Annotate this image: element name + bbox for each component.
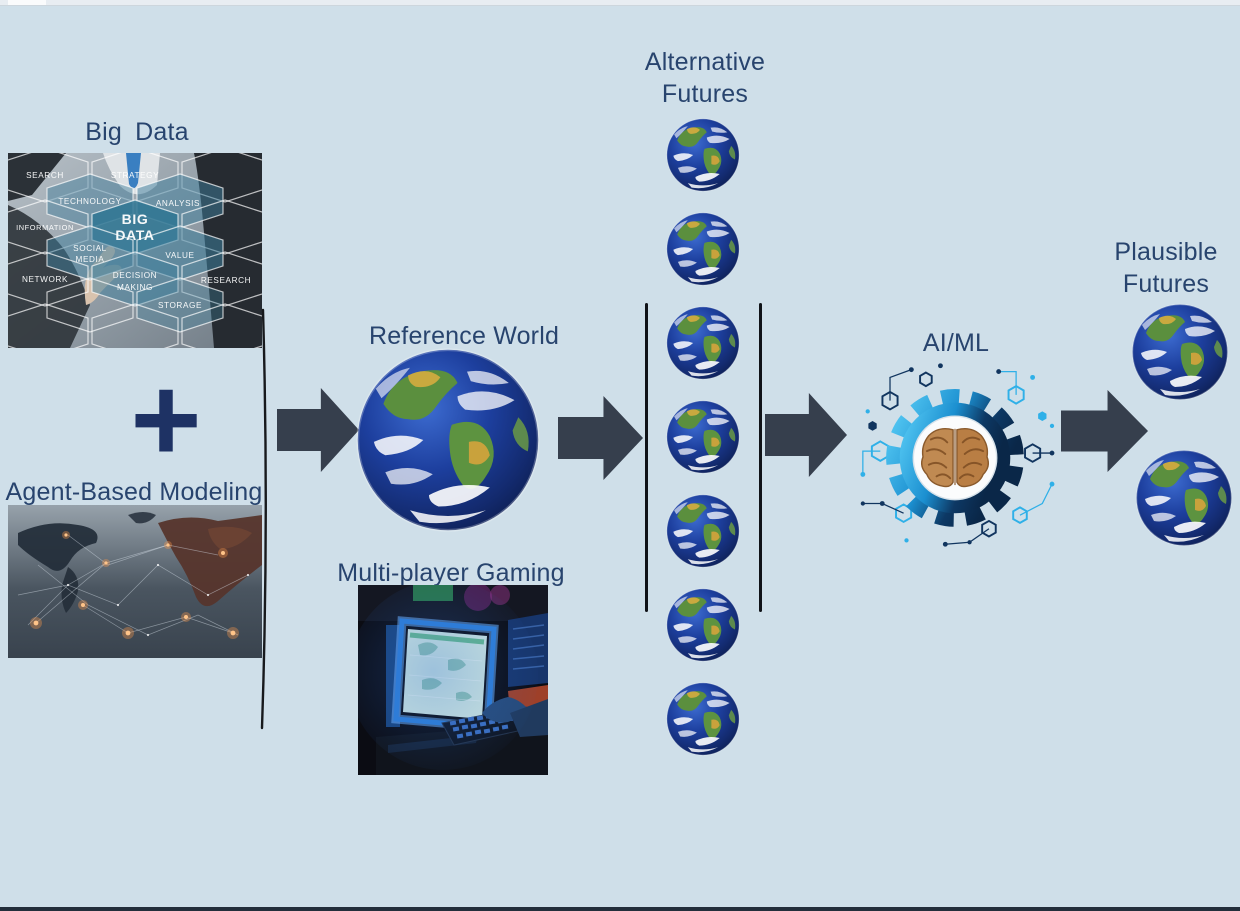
plausible-futures-globes <box>1130 302 1237 548</box>
glow-nodes <box>30 531 250 639</box>
alternative-futures-left-line <box>645 303 648 612</box>
arrow-icon <box>277 388 359 472</box>
earth-globe <box>665 681 741 757</box>
hexagon-words: SEARCH STRATEGY TECHNOLOGY ANALYSIS INFO… <box>16 171 251 310</box>
earth-globe <box>665 211 741 287</box>
earth-globe <box>1130 302 1230 402</box>
svg-text:DATA: DATA <box>115 227 154 243</box>
arrow-icon <box>1061 390 1148 472</box>
brain-icon <box>920 427 990 488</box>
continents <box>18 512 262 613</box>
svg-text:VALUE: VALUE <box>165 251 194 260</box>
reference-world-globe <box>353 345 543 535</box>
svg-text:ANALYSIS: ANALYSIS <box>156 199 200 208</box>
ai-ml-icon <box>860 363 1055 547</box>
svg-text:DECISION: DECISION <box>113 271 157 280</box>
earth-globe <box>1131 448 1237 548</box>
svg-text:SOCIAL: SOCIAL <box>73 244 107 253</box>
suit-left <box>8 153 66 201</box>
svg-text:MAKING: MAKING <box>117 283 153 292</box>
tie <box>126 153 141 189</box>
agent-based-modeling-label: Agent-Based Modeling <box>5 478 263 506</box>
top-strip-highlight <box>8 0 46 5</box>
arrow-icon <box>558 396 643 480</box>
bottom-strip <box>0 907 1240 911</box>
svg-text:SEARCH: SEARCH <box>26 171 64 180</box>
multiplayer-gaming-label: Multi-player Gaming <box>337 559 565 587</box>
plus-sign: + <box>130 351 202 488</box>
earth-globe <box>665 493 741 569</box>
alternative-futures-right-line <box>759 303 762 612</box>
svg-text:NETWORK: NETWORK <box>22 275 68 284</box>
agent-based-modeling-image <box>8 505 262 658</box>
svg-text:TECHNOLOGY: TECHNOLOGY <box>58 197 121 206</box>
big-data-image: SEARCH STRATEGY TECHNOLOGY ANALYSIS INFO… <box>8 153 262 348</box>
network-decorations <box>860 363 1055 547</box>
big-data-label: Big Data <box>85 118 189 146</box>
arrow-icon <box>765 393 847 477</box>
svg-text:STRATEGY: STRATEGY <box>111 171 159 180</box>
earth-globe <box>665 305 741 381</box>
svg-text:MEDIA: MEDIA <box>76 255 105 264</box>
svg-text:STORAGE: STORAGE <box>158 301 202 310</box>
svg-text:BIG: BIG <box>122 211 149 227</box>
ai-ml-label: AI/ML <box>922 329 990 357</box>
multiplayer-gaming-image <box>358 585 548 775</box>
earth-globe <box>665 117 741 193</box>
top-strip <box>0 0 1240 6</box>
svg-text:INFORMATION: INFORMATION <box>16 223 74 232</box>
plausible-futures-label: Plausible Futures <box>1114 238 1218 298</box>
alternative-futures-globes <box>665 117 741 757</box>
svg-text:RESEARCH: RESEARCH <box>201 276 251 285</box>
earth-globe <box>665 587 741 663</box>
group-bracket-line <box>260 308 267 730</box>
hexagon-grid <box>8 153 262 348</box>
reference-world-label: Reference World <box>368 322 560 350</box>
alternative-futures-label: Alternative Futures <box>644 48 766 108</box>
earth-globe <box>665 399 741 475</box>
